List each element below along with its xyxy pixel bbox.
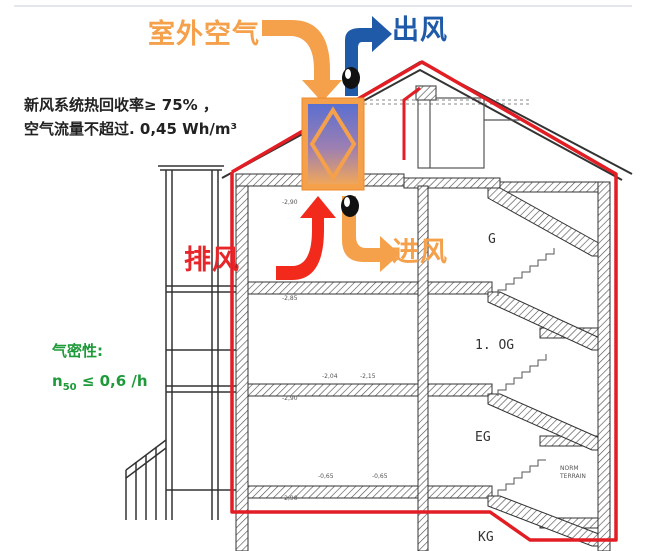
svg-text:-0,65: -0,65 <box>372 473 388 480</box>
floor-label-eg: EG <box>475 430 491 445</box>
floor-label-1og: 1. OG <box>475 338 515 353</box>
stair-steps <box>497 248 555 496</box>
n50-prefix: n <box>52 372 63 390</box>
drawing-annotations: -2,90 -2,85 -2,90 -2,90 -2,15 -2,04 -0,6… <box>282 199 586 502</box>
exhaust-in-arrow <box>276 196 336 280</box>
roof-outline <box>221 60 633 181</box>
outdoor-air-label: 室外空气 <box>148 19 260 50</box>
supply-air-label: 进风 <box>392 237 448 268</box>
floor-label-og: G <box>488 232 496 247</box>
n50-suffix: ≤ 0,6 /h <box>76 372 148 390</box>
svg-text:-2,04: -2,04 <box>322 373 338 380</box>
airtightness-label: 气密性: <box>52 342 103 360</box>
airtightness-value: n50 ≤ 0,6 /h <box>52 372 148 393</box>
svg-text:NORM: NORM <box>560 465 579 472</box>
svg-text:-0,65: -0,65 <box>318 473 334 480</box>
svg-text:-2,90: -2,90 <box>282 199 298 206</box>
svg-text:-2,85: -2,85 <box>282 295 298 302</box>
svg-text:-2,90: -2,90 <box>282 395 298 402</box>
outdoor-air-arrow <box>262 20 342 102</box>
exterior-wall-right <box>597 181 611 551</box>
heat-recovery-unit <box>301 97 365 191</box>
balcony-structure <box>125 165 236 520</box>
supply-air-arrow <box>342 196 400 272</box>
heat-recovery-spec: 新风系统热回收率≥ 75% ， <box>24 96 218 114</box>
svg-text:TERRAIN: TERRAIN <box>559 473 586 480</box>
n50-subscript: 50 <box>62 382 77 393</box>
airtight-envelope <box>230 60 618 542</box>
svg-text:-2,15: -2,15 <box>360 373 376 380</box>
exhaust-in-label: 排风 <box>184 245 240 276</box>
attic-rooms <box>415 85 520 169</box>
airtight-envelope-roof-detail <box>402 86 421 160</box>
roof-guide-lines <box>352 99 530 105</box>
fan-icon <box>341 195 359 217</box>
svg-text:-2,90: -2,90 <box>282 495 298 502</box>
fan-icon <box>342 67 360 89</box>
interior-walls <box>235 185 429 551</box>
staircase-flights <box>487 187 605 547</box>
airflow-spec: 空气流量不超过. 0,45 Wh/m³ <box>24 120 238 138</box>
floor-label-kg: KG <box>478 530 494 545</box>
exhaust-out-label: 出风 <box>392 15 448 46</box>
